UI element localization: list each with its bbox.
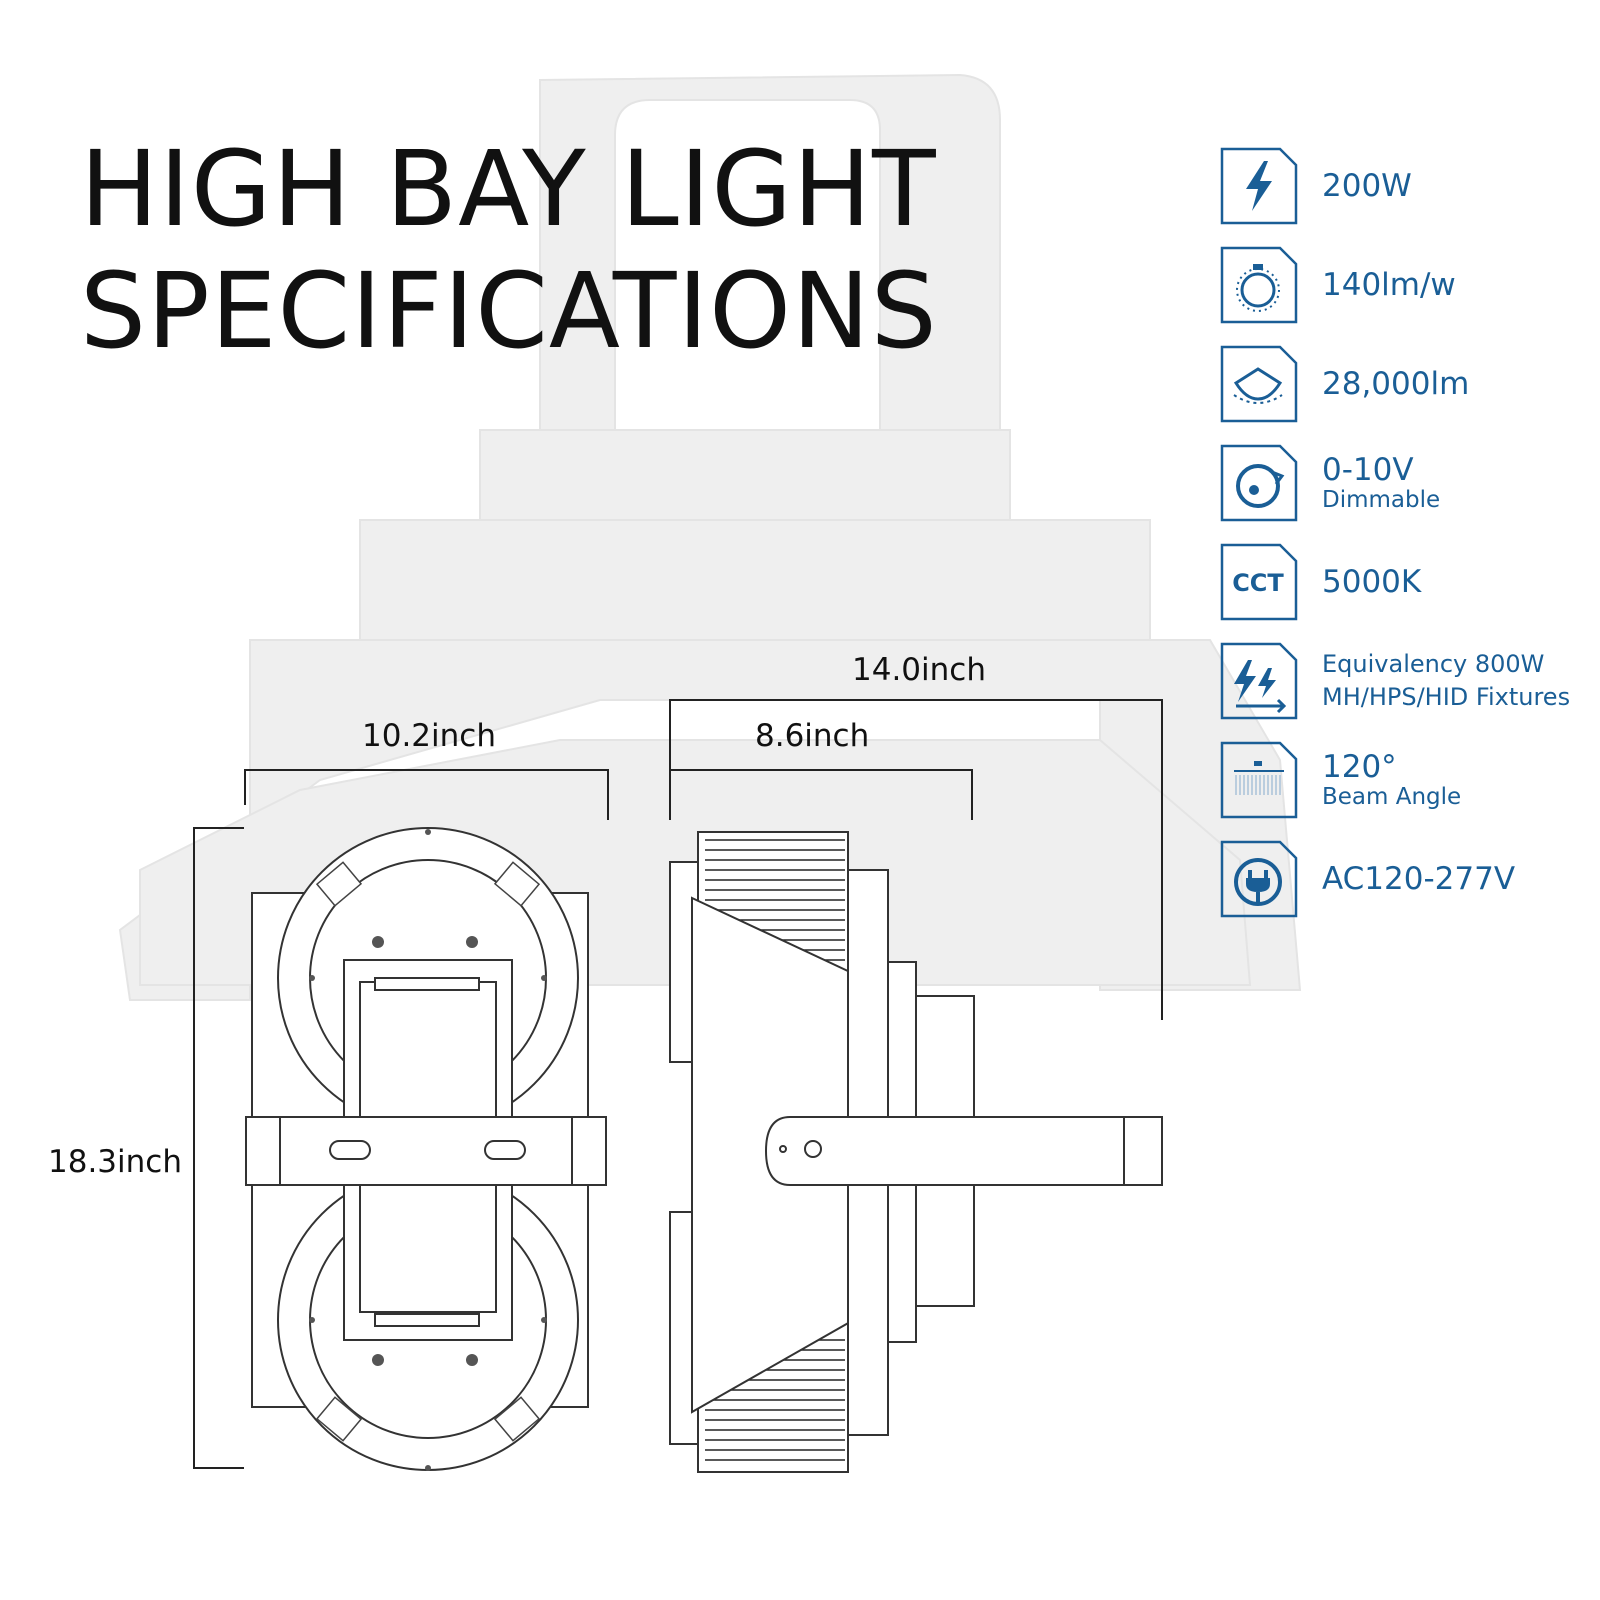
title-line-2: SPECIFICATIONS (80, 250, 938, 372)
spec-value-beam-angle: 120° (1322, 749, 1397, 785)
power-plug-icon (1220, 840, 1298, 918)
spec-item-voltage: AC120-277V (1220, 840, 1600, 918)
spec-item-dimming: 0-10V Dimmable (1220, 444, 1600, 522)
dimension-label-depth-body: 8.6inch (755, 718, 870, 754)
spec-value-lumens: 28,000lm (1322, 366, 1470, 402)
spec-value-power: 200W (1322, 168, 1412, 204)
spec-detail-dimming: Dimmable (1322, 487, 1441, 513)
efficacy-bulb-icon (1220, 246, 1298, 324)
front-view-drawing (245, 827, 607, 1471)
lumen-output-icon (1220, 345, 1298, 423)
dimension-label-depth-total: 14.0inch (852, 652, 986, 688)
spec-item-cct: CCT 5000K (1220, 543, 1600, 621)
dimension-line-depth-body (670, 769, 973, 820)
dimmer-knob-icon (1220, 444, 1298, 522)
dimension-label-height: 18.3inch (48, 1144, 182, 1180)
spec-item-beam-angle: 120° Beam Angle (1220, 741, 1600, 819)
spec-item-equivalency: Equivalency 800W MH/HPS/HID Fixtures (1220, 642, 1600, 720)
spec-item-efficacy: 140lm/w (1220, 246, 1600, 324)
spec-detail-equivalency: MH/HPS/HID Fixtures (1322, 683, 1571, 711)
dimension-label-width: 10.2inch (362, 718, 496, 754)
beam-angle-icon (1220, 741, 1298, 819)
cct-icon: CCT (1220, 543, 1298, 621)
lightning-bolt-icon (1220, 147, 1298, 225)
side-view-drawing (669, 831, 1163, 1473)
spec-value-dimming: 0-10V (1322, 452, 1414, 488)
dimension-line-height (193, 827, 244, 1469)
dimension-line-width (244, 769, 609, 820)
spec-value-voltage: AC120-277V (1322, 861, 1516, 897)
equivalency-icon (1220, 642, 1298, 720)
spec-item-power: 200W (1220, 147, 1600, 225)
spec-item-lumens: 28,000lm (1220, 345, 1600, 423)
cct-icon-label: CCT (1232, 569, 1284, 597)
page-title: HIGH BAY LIGHT SPECIFICATIONS (80, 128, 938, 372)
spec-value-efficacy: 140lm/w (1322, 267, 1456, 303)
dimension-line-depth-total (669, 699, 1163, 1020)
title-line-1: HIGH BAY LIGHT (80, 128, 937, 250)
spec-value-cct: 5000K (1322, 564, 1422, 600)
spec-detail-beam-angle: Beam Angle (1322, 784, 1462, 810)
spec-value-equivalency: Equivalency 800W (1322, 650, 1545, 678)
